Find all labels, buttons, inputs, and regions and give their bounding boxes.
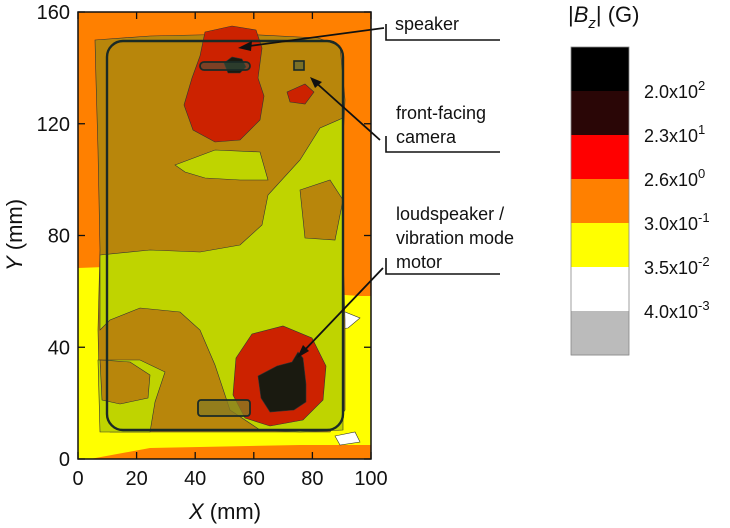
colorbar-bin xyxy=(571,311,629,356)
colorbar-frame xyxy=(570,46,630,356)
colorbar-bin xyxy=(571,91,629,136)
phone-outline xyxy=(105,39,345,432)
colorbar xyxy=(570,46,630,356)
speaker-callout-bracket xyxy=(385,24,500,41)
camera-annotation-label: front-facing camera xyxy=(396,103,491,147)
phone-overlay xyxy=(105,39,345,432)
colorbar-tick-label: 4.0x10-3 xyxy=(644,298,710,322)
level-red-region xyxy=(286,83,315,105)
colorbar-bin xyxy=(571,135,629,180)
x-tick-label: 80 xyxy=(301,468,323,490)
x-axis-title: X (mm) xyxy=(188,499,261,524)
arrow-head xyxy=(310,77,322,88)
colorbar-labels: 2.0x102 2.3x101 2.6x100 3.0x10-1 3.5x10-2 4.0… xyxy=(644,78,710,322)
colorbar-tick-label: 2.3x101 xyxy=(644,122,705,146)
x-tick-label: 0 xyxy=(72,468,83,490)
arrow-head xyxy=(238,41,252,51)
y-tick-label: 120 xyxy=(37,114,70,136)
arrow-head xyxy=(297,345,309,358)
colorbar-tick-label: 2.0x102 xyxy=(644,78,705,102)
x-tick-label: 60 xyxy=(243,468,265,490)
colorbar-bin xyxy=(571,267,629,312)
camera-annotation-arrow xyxy=(312,79,381,141)
colorbar-title: |Bz| (G) xyxy=(568,2,640,32)
bottom-speaker-box xyxy=(197,399,251,417)
speaker-annotation-arrow xyxy=(241,27,385,48)
level-olive-patch xyxy=(99,359,151,405)
colorbar-tick-label: 3.0x10-1 xyxy=(644,210,710,234)
x-axis: 0 20 40 60 80 100 xyxy=(72,12,388,490)
y-tick-label: 40 xyxy=(48,337,70,359)
y-tick-label: 160 xyxy=(37,2,70,24)
camera-callout-bracket xyxy=(385,136,500,153)
y-tick-label: 0 xyxy=(59,449,70,471)
level-white-patch xyxy=(334,431,361,446)
x-tick-label: 100 xyxy=(354,468,387,490)
y-tick-label: 80 xyxy=(48,226,70,248)
colorbar-bin xyxy=(571,223,629,268)
heatmap-plot-area xyxy=(78,12,371,459)
front-camera-box xyxy=(293,60,305,71)
loudspeaker-annotation-arrow xyxy=(299,267,384,356)
y-axis: 0 40 80 120 160 xyxy=(37,2,371,471)
level-red-region xyxy=(183,25,265,143)
level-lightgreen-region xyxy=(174,149,269,181)
y-axis-title: Y (mm) xyxy=(2,199,27,271)
x-tick-label: 20 xyxy=(125,468,147,490)
loudspeaker-annotation-label: loudspeaker / vibration mode motor xyxy=(396,204,519,272)
colorbar-tick-label: 3.5x10-2 xyxy=(644,254,710,278)
speaker-slot xyxy=(199,61,251,71)
level-dark-region xyxy=(257,351,307,413)
speaker-annotation-label: speaker xyxy=(395,14,459,34)
colorbar-bin xyxy=(571,179,629,224)
level-olive-patch xyxy=(299,179,344,241)
annotations: speaker front-facing camera loudspeaker … xyxy=(238,14,519,358)
colorbar-tick-label: 2.6x100 xyxy=(644,166,705,190)
x-tick-label: 40 xyxy=(184,468,206,490)
loudspeaker-callout-bracket xyxy=(385,258,500,275)
colorbar-bin xyxy=(571,47,629,92)
